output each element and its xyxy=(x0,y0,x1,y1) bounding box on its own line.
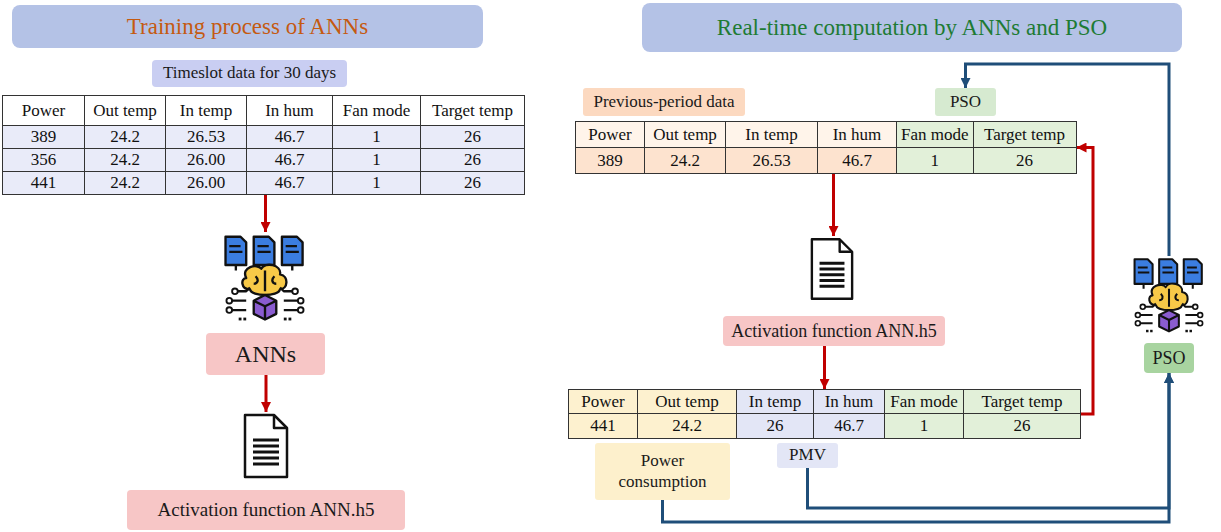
column-header: Power xyxy=(3,96,85,126)
box-label: PMV xyxy=(789,445,826,465)
box-label: Activation function ANN.h5 xyxy=(127,490,405,530)
section-title: Training process of ANNs xyxy=(12,5,483,48)
sub-banner: Timeslot data for 30 days xyxy=(152,60,347,87)
column-header: In hum xyxy=(247,96,333,126)
table-cell: 26.00 xyxy=(166,149,247,172)
model-file: Activation function ANN.h5 xyxy=(733,236,934,346)
table-cell: 24.2 xyxy=(645,148,726,174)
table-cell: 1 xyxy=(885,414,964,439)
column-header: Out temp xyxy=(645,122,726,148)
document-icon xyxy=(245,415,287,477)
table-cell: 26 xyxy=(737,414,814,439)
column-header: Out temp xyxy=(638,390,737,414)
column-header: Out temp xyxy=(85,96,166,126)
model-file: Activation function ANN.h5 xyxy=(127,412,405,530)
column-header: Target temp xyxy=(421,96,525,126)
column-header: Fan mode xyxy=(333,96,421,126)
box-label: PSO xyxy=(1144,343,1194,373)
column-header: In temp xyxy=(737,390,814,414)
ann-block: ANNs xyxy=(206,232,325,375)
output-tag: Power consumption xyxy=(595,443,730,500)
column-header: Target temp xyxy=(964,390,1081,414)
flow-arrow xyxy=(808,373,1170,508)
column-header: In hum xyxy=(818,122,897,148)
table-cell: 24.2 xyxy=(85,149,166,172)
box-label: ANNs xyxy=(206,333,325,375)
table-cell: 26 xyxy=(973,148,1076,174)
flow-arrow xyxy=(823,346,826,389)
table-cell: 1 xyxy=(333,126,421,149)
flow-arrow xyxy=(663,373,1170,522)
column-header: In temp xyxy=(166,96,247,126)
flow-arrow xyxy=(1077,148,1094,415)
table-cell: 46.7 xyxy=(814,414,885,439)
pso-tag: PSO xyxy=(935,88,996,116)
data-table: PowerOut tempIn tempIn humFan modeTarget… xyxy=(568,389,1081,439)
table-cell: 1 xyxy=(897,148,974,174)
column-header: In hum xyxy=(814,390,885,414)
table-cell: 46.7 xyxy=(247,172,333,195)
section-title: Real-time computation by ANNs and PSO xyxy=(642,3,1182,52)
table-cell: 26 xyxy=(964,414,1081,439)
ann-icon xyxy=(226,237,304,321)
flow-arrow xyxy=(264,195,267,232)
ann-icon xyxy=(1135,259,1203,332)
table-cell: 26 xyxy=(421,149,525,172)
data-grid: PowerOut tempIn tempIn humFan modeTarget… xyxy=(568,389,1081,439)
data-table: PowerOut tempIn tempIn humFan modeTarget… xyxy=(2,95,525,195)
box-label: Power consumption xyxy=(603,451,722,492)
table-cell: 26.00 xyxy=(166,172,247,195)
flow-arrow xyxy=(265,375,268,412)
table-cell: 26 xyxy=(421,126,525,149)
column-header: In temp xyxy=(726,122,818,148)
box-label: Previous-period data xyxy=(593,92,734,112)
table-cell: 356 xyxy=(3,149,85,172)
column-header: Fan mode xyxy=(897,122,974,148)
table-cell: 389 xyxy=(576,148,645,174)
flow-arrow xyxy=(832,174,835,236)
table-cell: 46.7 xyxy=(818,148,897,174)
table-cell: 24.2 xyxy=(85,172,166,195)
column-header: Fan mode xyxy=(885,390,964,414)
table-cell: 1 xyxy=(333,172,421,195)
data-grid: PowerOut tempIn tempIn humFan modeTarget… xyxy=(575,121,1077,174)
table-cell: 1 xyxy=(333,149,421,172)
box-label: Real-time computation by ANNs and PSO xyxy=(717,14,1107,42)
table-cell: 389 xyxy=(3,126,85,149)
box-label: Training process of ANNs xyxy=(127,13,368,41)
table-cell: 441 xyxy=(3,172,85,195)
table-cell: 24.2 xyxy=(85,126,166,149)
table-cell: 46.7 xyxy=(247,126,333,149)
box-label: Timeslot data for 30 days xyxy=(163,63,336,83)
table-cell: 441 xyxy=(569,414,638,439)
data-tag: Previous-period data xyxy=(583,88,745,116)
flow-arrow xyxy=(966,64,1170,256)
table-cell: 24.2 xyxy=(638,414,737,439)
box-label: Activation function ANN.h5 xyxy=(723,316,945,346)
column-header: Power xyxy=(569,390,638,414)
table-cell: 26.53 xyxy=(166,126,247,149)
output-tag: PMV xyxy=(777,443,838,468)
box-label: PSO xyxy=(950,92,981,112)
pso-block: PSO xyxy=(1128,256,1210,373)
table-cell: 26 xyxy=(421,172,525,195)
data-table: PowerOut tempIn tempIn humFan modeTarget… xyxy=(575,121,1077,174)
table-cell: 46.7 xyxy=(247,149,333,172)
document-icon xyxy=(812,239,852,298)
data-grid: PowerOut tempIn tempIn humFan modeTarget… xyxy=(2,95,525,195)
column-header: Target temp xyxy=(973,122,1076,148)
table-cell: 26.53 xyxy=(726,148,818,174)
column-header: Power xyxy=(576,122,645,148)
